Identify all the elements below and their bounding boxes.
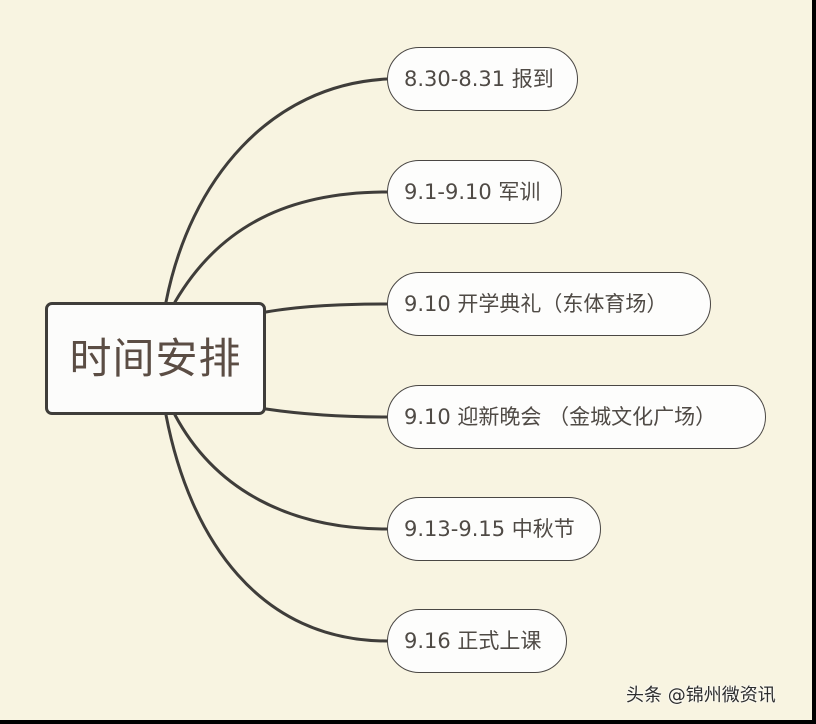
central-topic-label: 时间安排 bbox=[69, 333, 242, 383]
branch-label: 8.30-8.31 报到 bbox=[404, 66, 554, 91]
connector-branch-3 bbox=[264, 302, 389, 314]
connector-branch-5 bbox=[173, 413, 389, 531]
branch-node-welcome-party[interactable]: 9.10 迎新晚会 （金城文化广场） bbox=[387, 385, 766, 449]
branch-label: 9.1-9.10 军训 bbox=[404, 179, 541, 204]
branch-label: 9.16 正式上课 bbox=[404, 628, 542, 653]
connector-branch-2 bbox=[173, 190, 389, 304]
branch-node-registration[interactable]: 8.30-8.31 报到 bbox=[387, 47, 578, 111]
branch-label: 9.13-9.15 中秋节 bbox=[404, 516, 575, 541]
branch-label: 9.10 迎新晚会 （金城文化广场） bbox=[404, 404, 717, 429]
branch-node-opening-ceremony[interactable]: 9.10 开学典礼（东体育场） bbox=[387, 272, 711, 336]
connector-branch-4 bbox=[264, 407, 389, 419]
connector-branch-1 bbox=[164, 77, 389, 304]
branch-node-classes-begin[interactable]: 9.16 正式上课 bbox=[387, 609, 567, 673]
watermark: 头条 @锦州微资讯 bbox=[626, 685, 776, 706]
branch-node-mid-autumn[interactable]: 9.13-9.15 中秋节 bbox=[387, 497, 601, 561]
branch-node-military-training[interactable]: 9.1-9.10 军训 bbox=[387, 160, 562, 224]
central-topic-node[interactable]: 时间安排 bbox=[45, 302, 266, 415]
connector-branch-6 bbox=[164, 413, 389, 643]
branch-label: 9.10 开学典礼（东体育场） bbox=[404, 291, 668, 316]
